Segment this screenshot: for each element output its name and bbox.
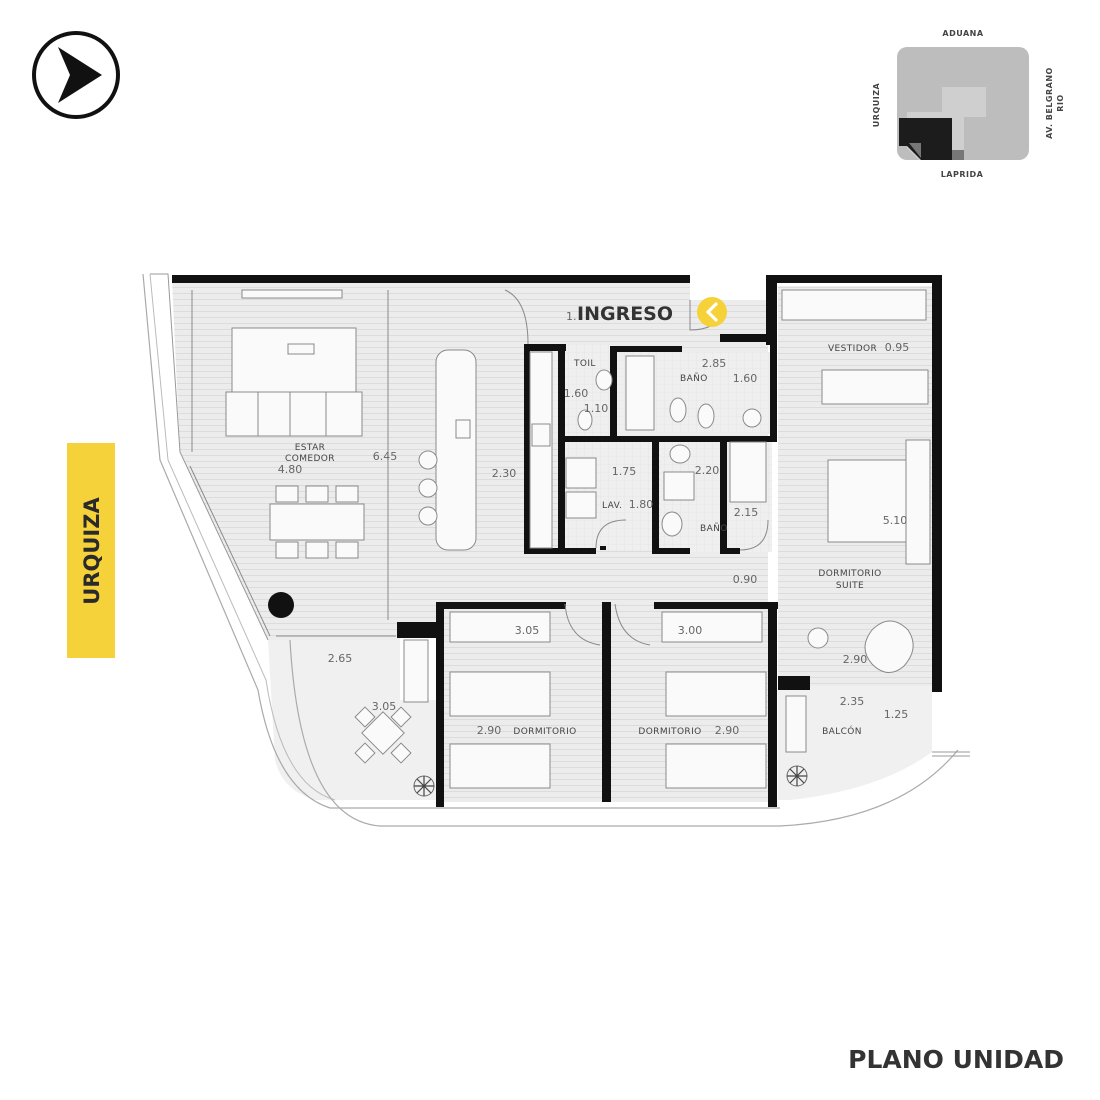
dim-terraza-h: 3.05 [372,700,397,713]
dim-dorm2-h: 2.90 [715,724,740,737]
keymap-street-bottom: LAPRIDA [941,170,984,179]
keymap-street-left: URQUIZA [872,82,881,127]
dimension-labels: 4.80 6.45 2.30 1.60 1.10 2.85 1.60 1.75 … [278,341,910,737]
room-vestidor: VESTIDOR [828,344,877,354]
dim-vestidor: 0.95 [885,341,910,354]
dim-lav-w: 1.75 [612,465,637,478]
room-dormitorio-suite-1: DORMITORIO [818,569,881,579]
terrace-curves [142,273,970,827]
chevron-left-icon [706,302,718,322]
dim-toil-w: 1.60 [564,387,589,400]
dim-suite-w: 2.90 [843,653,868,666]
location-key-map: ADUANA LAPRIDA URQUIZA AV. BELGRANO RIO [872,29,1065,179]
furniture [189,289,931,797]
room-toil: TOIL [573,359,596,369]
dim-cocina: 2.30 [492,467,517,480]
dim-balcon-w: 2.35 [840,695,865,708]
north-arrow-icon [32,31,120,119]
street-name: URQUIZA [80,497,104,605]
dim-estar-h: 6.45 [373,450,398,463]
room-lav: LAV. [602,501,622,511]
room-bano-1: BAÑO [680,373,708,384]
dim-bano1-w: 2.85 [702,357,727,370]
dim-bano1-h: 1.60 [733,372,758,385]
keymap-street-right-1: AV. BELGRANO [1045,67,1054,139]
keymap-street-top: ADUANA [942,29,983,38]
room-labels: ESTAR COMEDOR TOIL BAÑO LAV. BAÑO VESTID… [285,344,881,737]
room-dormitorio-2: DORMITORIO [638,727,701,737]
dim-toil-h: 1.10 [584,402,609,415]
street-label-urquiza: URQUIZA [67,443,115,658]
room-estar: ESTAR [295,443,326,453]
entrance-label: INGRESO [577,303,673,325]
dim-pasillo: 0.90 [733,573,758,586]
dim-bano2-h: 2.15 [734,506,759,519]
dim-dorm2-w: 3.00 [678,624,703,637]
entrance-marker: INGRESO 1. [566,297,727,327]
dim-terraza-w: 2.65 [328,652,353,665]
room-comedor: COMEDOR [285,454,335,464]
room-balcon: BALCÓN [822,725,862,737]
room-dormitorio-suite-2: SUITE [836,581,864,591]
room-bano-2: BAÑO [700,523,728,534]
walls [172,275,942,807]
dim-lav-h: 1.80 [629,498,654,511]
dim-ingreso: 1. [566,310,577,323]
keymap-street-right-2: RIO [1056,94,1065,111]
dim-bano2-w: 2.20 [695,464,720,477]
dim-balcon-h: 1.25 [884,708,909,721]
plant-icon [413,775,435,797]
room-dormitorio-1: DORMITORIO [513,727,576,737]
dim-suite-h: 5.10 [883,514,908,527]
dim-dorm1-h: 2.90 [477,724,502,737]
dim-dorm1-w: 3.05 [515,624,540,637]
plant-icon [786,765,808,787]
page-title: PLANO UNIDAD [848,1045,1064,1074]
dim-estar-w: 4.80 [278,463,303,476]
